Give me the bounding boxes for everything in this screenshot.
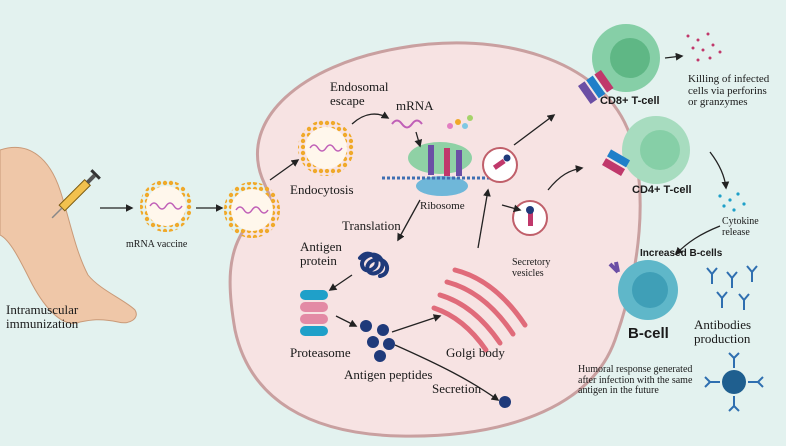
golgi-body-label: Golgi body: [446, 345, 505, 360]
syringe-icon: [51, 169, 101, 219]
ribosome-label: Ribosome: [420, 200, 465, 212]
antigen-peptides-label: Antigen peptides: [344, 367, 433, 382]
cytokine-dots: [718, 192, 746, 212]
endocytosis-label: Endocytosis: [290, 182, 354, 197]
perforin-granzyme-dots: [686, 32, 722, 62]
mrna-strand: [391, 119, 423, 129]
cd4-t-cell: [602, 116, 690, 184]
cd4-label: CD4+ T-cell: [632, 184, 692, 196]
golgi-body-icon: [431, 267, 528, 353]
ribosome-icon: [382, 115, 500, 196]
secretory-vesicle-1: [482, 147, 518, 183]
neutralized-pathogen-icon: [704, 352, 764, 412]
antibodies-icon: [706, 265, 758, 310]
arm-illustration: [0, 146, 137, 324]
endosome: [298, 120, 354, 176]
cd8-label: CD8+ T-cell: [600, 95, 660, 107]
increased-bcells-label: Increased B-cells: [640, 248, 723, 259]
proteasome-icon: [300, 290, 328, 336]
proteasome-label: Proteasome: [290, 345, 351, 360]
translation-label: Translation: [342, 218, 401, 233]
mrna-vaccine-label: mRNA vaccine: [126, 239, 188, 250]
secretory-vesicle-2: [512, 200, 548, 236]
b-cell: [608, 260, 678, 320]
endocytosing-lnp: [224, 182, 280, 238]
mrna-vaccine-lnp: [140, 180, 192, 232]
mrna-label: mRNA: [396, 98, 434, 113]
cd8-t-cell: [578, 24, 660, 105]
bcell-label: B-cell: [628, 325, 669, 342]
flow-arrows: [100, 52, 730, 401]
antigen-protein-icon: [358, 251, 390, 278]
secretion-label: Secretion: [432, 381, 482, 396]
secreted-peptide: [499, 396, 511, 408]
antigen-peptides-icon: [360, 320, 395, 362]
